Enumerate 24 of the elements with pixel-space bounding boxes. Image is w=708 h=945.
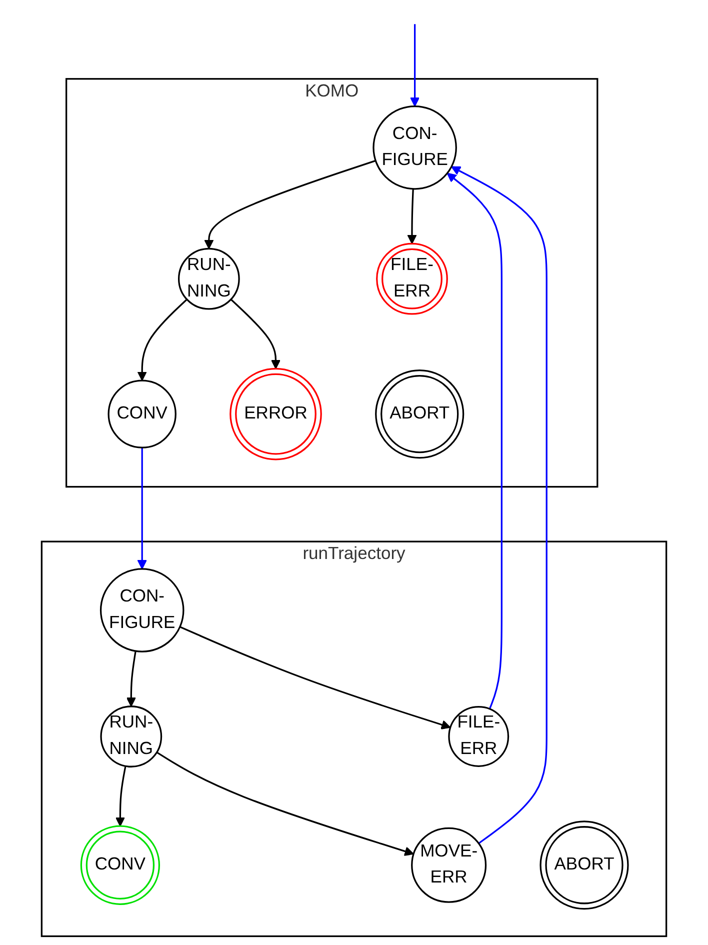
arrow [126, 650, 136, 707]
arrow [204, 160, 376, 250]
arrow [137, 298, 188, 381]
node-circle: CON- FIGURE [100, 568, 184, 652]
arrow [446, 172, 502, 710]
node-circle: RUN- NING [100, 706, 162, 768]
arrow [115, 766, 126, 827]
arrow [156, 752, 414, 856]
node-circle: ABORT [375, 370, 464, 459]
node-circle: FILE- ERR [448, 706, 510, 767]
arrow [230, 298, 281, 370]
arrow [407, 188, 417, 244]
node-circle: RUN- NING [178, 248, 240, 310]
node-circle: ERROR [230, 368, 322, 460]
arrow [451, 166, 548, 844]
node-circle: CONV [80, 825, 160, 905]
node-circle: MOVE- ERR [411, 827, 487, 903]
node-circle: FILE- ERR [376, 242, 448, 315]
node-circle: ABORT [540, 820, 629, 910]
arrow [410, 24, 420, 107]
node-circle: CONV [108, 380, 176, 448]
arrow [180, 626, 451, 730]
node-circle: CON- FIGURE [372, 105, 457, 190]
arrow [137, 448, 147, 570]
